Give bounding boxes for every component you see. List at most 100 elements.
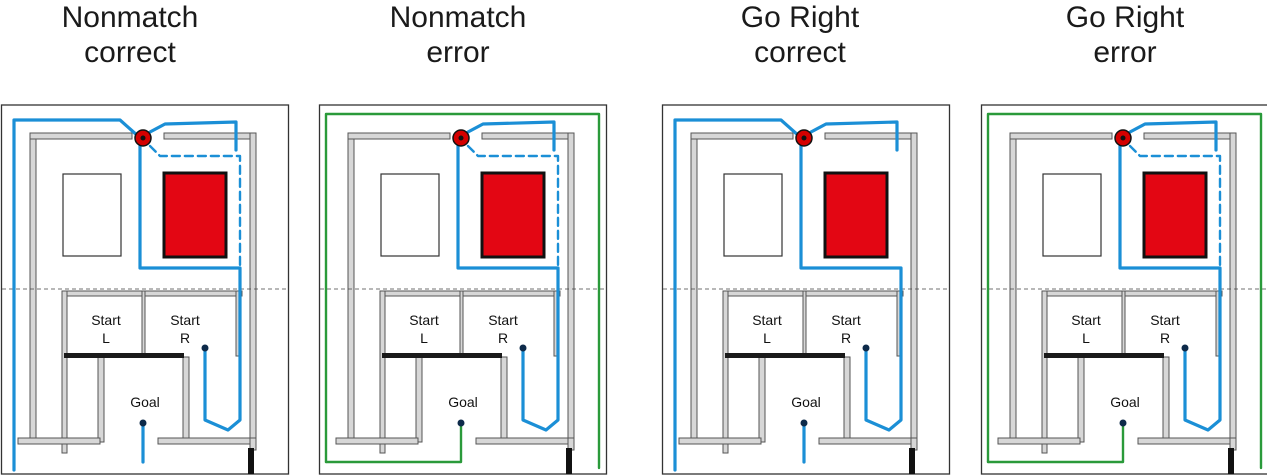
start-box-top: [61, 290, 243, 297]
exit-post: [248, 448, 254, 474]
blue-path-return: [138, 140, 242, 432]
goal-left-wall: [97, 356, 105, 443]
blue-path-dashed: [1128, 144, 1222, 270]
bottom-right-wall: [157, 437, 251, 445]
choice-point-center: [140, 135, 146, 141]
blue-path-top: [148, 120, 238, 152]
goal-right-wall: [1162, 356, 1170, 440]
maze-border: [0, 104, 290, 475]
white-box: [62, 173, 122, 257]
maze-border: [980, 104, 1267, 475]
panel-3-title-line2: correct: [754, 36, 846, 69]
goal-label: Goal: [130, 394, 160, 410]
start-right-side-label: R: [841, 330, 851, 346]
blue-path-top: [466, 120, 556, 152]
start-floor-bar: [382, 353, 502, 358]
panel-4-title-line2: error: [1093, 36, 1157, 69]
white-box: [380, 173, 440, 257]
maze-border: [661, 104, 951, 475]
start-right-side-label: R: [180, 330, 190, 346]
panel-2-title: Nonmatch error: [308, 0, 608, 70]
goal-label: Goal: [1110, 394, 1140, 410]
goal-left-wall: [1077, 356, 1085, 443]
blue-path-dashed: [466, 144, 560, 270]
start-divider: [141, 290, 146, 357]
red-box: [480, 171, 546, 259]
start-left-label: Start: [409, 312, 439, 328]
error-path-outer: [324, 112, 601, 470]
start-box-left: [1041, 290, 1048, 454]
choice-point-center: [1120, 135, 1126, 141]
error-path-outer: [986, 112, 1263, 470]
blue-path-return: [1118, 140, 1222, 432]
start-divider: [1121, 290, 1126, 357]
goal-right-wall: [843, 356, 851, 440]
right-wall: [249, 132, 257, 449]
panel-1-title-line1: Nonmatch: [61, 1, 199, 34]
goal-label: Goal: [791, 394, 821, 410]
start-right-side-label: R: [1160, 330, 1170, 346]
panel-4-title: Go Right error: [975, 0, 1267, 70]
right-wall: [910, 132, 918, 449]
start-box-top: [722, 290, 904, 297]
blue-path-top: [809, 120, 899, 152]
bottom-left-wall: [678, 437, 762, 445]
panel-3-title-line1: Go Right: [740, 1, 860, 34]
panel-2-title-line2: error: [426, 36, 490, 69]
start-floor-bar: [725, 353, 845, 358]
right-wall: [1229, 132, 1237, 449]
start-marker: [1181, 344, 1189, 352]
blue-path-dashed: [148, 144, 242, 270]
start-right-label: Start: [831, 312, 861, 328]
blue-path-entry: [673, 118, 801, 472]
goal-label: Goal: [448, 394, 478, 410]
start-marker: [862, 344, 870, 352]
start-left-label: Start: [1071, 312, 1101, 328]
start-left-side-label: L: [763, 330, 771, 346]
top-right-wall: [481, 132, 575, 140]
blue-path-entry: [12, 118, 140, 472]
left-wall: [29, 132, 37, 444]
start-right-label: Start: [170, 312, 200, 328]
white-box: [1042, 173, 1102, 257]
error-path-goal: [986, 423, 1125, 464]
start-marker: [201, 344, 209, 352]
bottom-right-wall: [1137, 437, 1231, 445]
start-box-left: [379, 290, 386, 454]
panel-2-title-line1: Nonmatch: [389, 1, 527, 34]
start-divider: [459, 290, 464, 357]
blue-path-top: [1128, 120, 1218, 152]
start-floor-bar: [64, 353, 184, 358]
panel-4-title-line1: Go Right: [1065, 1, 1185, 34]
bottom-left-wall: [997, 437, 1081, 445]
start-marker: [519, 344, 527, 352]
top-left-wall: [29, 132, 133, 140]
start-right-label: Start: [1150, 312, 1180, 328]
start-left-side-label: L: [1082, 330, 1090, 346]
choice-point-center: [458, 135, 464, 141]
bottom-left-wall: [17, 437, 101, 445]
top-right-wall: [824, 132, 918, 140]
left-wall: [347, 132, 355, 444]
panel-1-title: Nonmatch correct: [0, 0, 280, 70]
start-right-side-label: R: [498, 330, 508, 346]
exit-post: [909, 448, 915, 474]
left-wall: [1009, 132, 1017, 444]
goal-marker: [1119, 419, 1127, 427]
blue-path-return: [456, 140, 560, 432]
left-wall: [690, 132, 698, 444]
choice-point-center: [801, 135, 807, 141]
panel-1-title-line2: correct: [84, 36, 176, 69]
goal-left-wall: [758, 356, 766, 443]
bottom-right-wall: [475, 437, 569, 445]
red-box: [1142, 171, 1208, 259]
goal-marker: [457, 419, 465, 427]
start-left-label: Start: [752, 312, 782, 328]
panel-3-title: Go Right correct: [650, 0, 950, 70]
start-box-top: [1041, 290, 1223, 297]
top-left-wall: [347, 132, 451, 140]
